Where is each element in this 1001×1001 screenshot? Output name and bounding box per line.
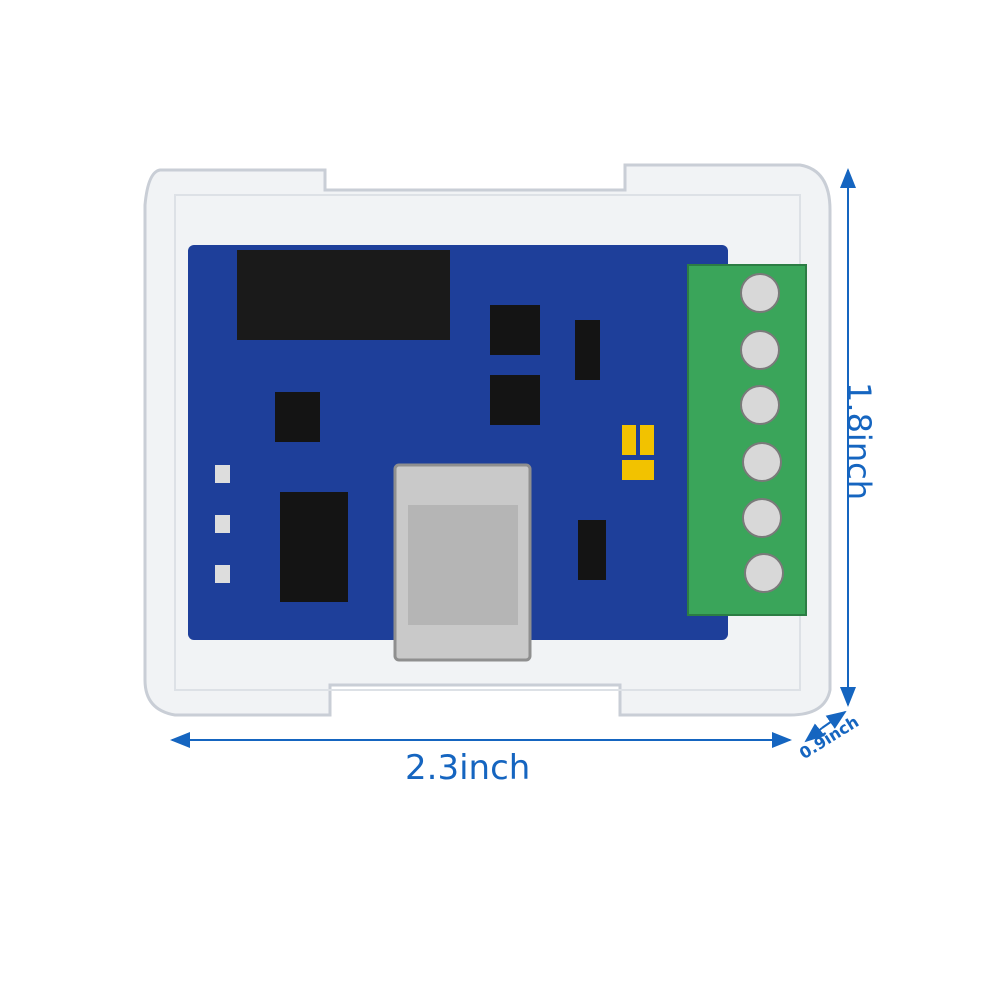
chip <box>275 392 320 442</box>
chip <box>280 492 348 602</box>
screw-icon <box>740 273 780 313</box>
rx-led <box>215 515 230 533</box>
terminal-block <box>687 264 807 616</box>
screw-icon <box>740 330 780 370</box>
jumper <box>640 425 654 455</box>
jumper <box>622 425 636 455</box>
screw-icon <box>742 498 782 538</box>
transistor <box>575 320 600 380</box>
pin-header <box>237 250 450 340</box>
tx-led <box>215 465 230 483</box>
chip <box>490 305 540 355</box>
screw-icon <box>744 553 784 593</box>
depth-arrow <box>804 723 826 743</box>
screw-icon <box>740 385 780 425</box>
width-label: 2.3inch <box>405 748 531 788</box>
height-label: 1.8inch <box>839 382 878 500</box>
screw-icon <box>742 442 782 482</box>
regulator <box>578 520 606 580</box>
chip <box>490 375 540 425</box>
pwr-led <box>215 565 230 583</box>
